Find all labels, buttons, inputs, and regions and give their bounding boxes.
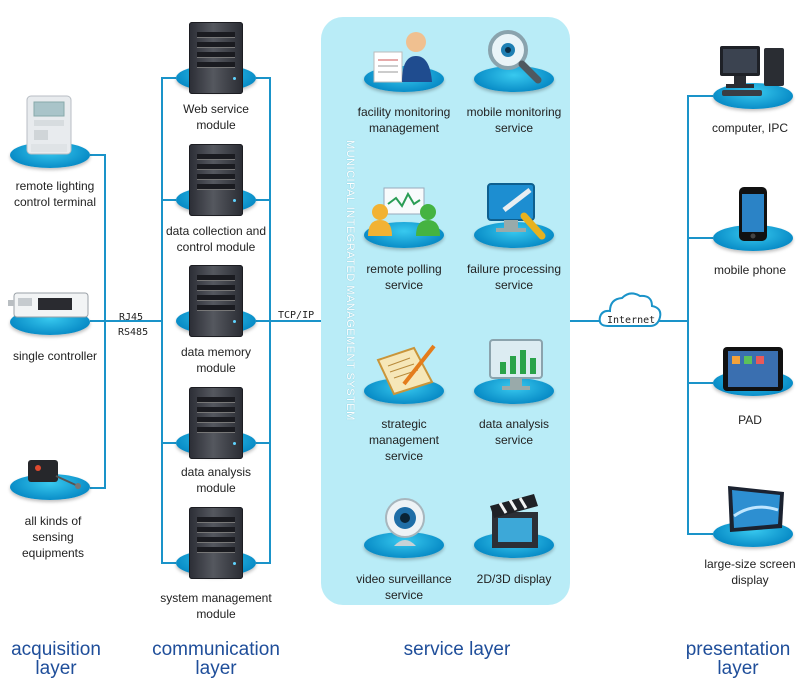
service-panel-title: MUNICIPAL INTEGRATED MANAGEMENT SYSTEM [344, 140, 356, 421]
remote-polling-icon [368, 187, 440, 236]
service-label-facility: facility monitoring management [357, 105, 451, 135]
electric-meter-icon [26, 95, 72, 155]
server-icon [189, 265, 243, 337]
layer-title-communication: communication layer [152, 639, 280, 679]
large-screen-icon [728, 486, 784, 532]
pres-label-large-screen: large-size screen display [704, 557, 796, 587]
acq-label-sensing: all kinds of sensing equipments [21, 514, 85, 560]
service-label-video: video surveillance service [356, 572, 452, 602]
rs485-label: RS485 [118, 327, 149, 338]
controller-box-icon [8, 292, 89, 318]
service-label-remote-polling: remote polling service [366, 262, 442, 292]
internet-cloud-icon [598, 292, 662, 327]
facility-monitoring-icon [373, 32, 432, 83]
pres-label-computer: computer, IPC [711, 121, 789, 135]
tablet-icon [723, 347, 783, 391]
desktop-computer-icon [720, 46, 784, 96]
comm-label-analysis: data analysis module [180, 465, 252, 495]
server-icon [189, 22, 243, 94]
tcpip-label: TCP/IP [278, 310, 315, 321]
data-analysis-icon [489, 339, 543, 390]
server-icon [189, 507, 243, 579]
comm-label-management: system management module [160, 591, 272, 621]
acq-label-terminal: remote lighting control terminal [13, 179, 97, 209]
service-label-strategic: strategic management service [368, 417, 440, 463]
webcam-icon [385, 498, 425, 546]
service-label-failure: failure processing service [466, 262, 562, 292]
comm-label-collection: data collection and control module [165, 224, 267, 254]
pres-label-phone: mobile phone [713, 263, 787, 277]
sensor-device-icon [28, 460, 81, 489]
pres-label-pad: PAD [738, 413, 762, 427]
server-icon [189, 387, 243, 459]
comm-label-web: Web service module [183, 102, 249, 132]
rj45-label: RJ45 [119, 312, 144, 323]
service-label-mobile-monitoring: mobile monitoring service [466, 105, 562, 135]
layer-title-service: service layer [403, 639, 511, 660]
server-icon [189, 144, 243, 216]
strategic-management-icon [376, 344, 436, 396]
internet-label: Internet [607, 315, 656, 326]
acq-label-controller: single controller [12, 349, 98, 363]
layer-title-presentation: presentation layer [685, 639, 791, 679]
service-label-display: 2D/3D display [476, 572, 552, 586]
comm-label-memory: data memory module [180, 345, 252, 375]
mobile-phone-icon [739, 187, 767, 241]
service-label-data-analysis: data analysis service [478, 417, 550, 447]
layer-title-acquisition: acquisition layer [11, 639, 101, 679]
magnifier-icon [488, 30, 542, 84]
clapperboard-icon [490, 494, 538, 548]
failure-processing-icon [487, 183, 546, 240]
